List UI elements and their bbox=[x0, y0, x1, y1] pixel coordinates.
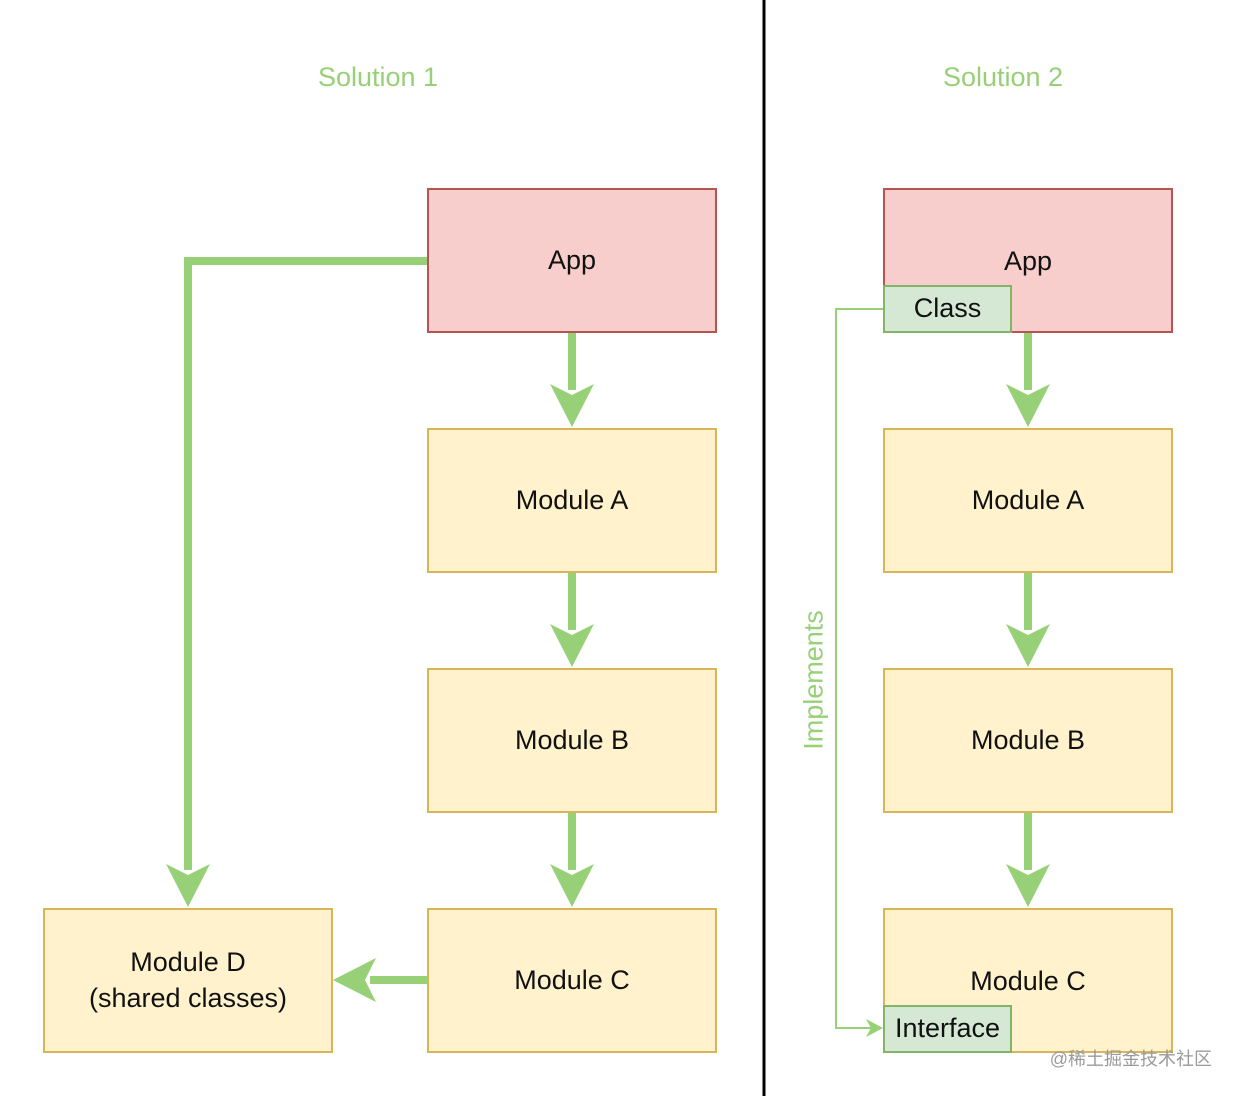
s1-module-d-box[interactable]: Module D (shared classes) bbox=[43, 908, 333, 1053]
arrow-app-to-module-d bbox=[166, 257, 427, 907]
s1-app-box[interactable]: App bbox=[427, 188, 717, 333]
s1-module-c-box[interactable]: Module C bbox=[427, 908, 717, 1053]
arrow-module-c-to-module-d bbox=[333, 958, 427, 1002]
module-d-title: Module D bbox=[130, 947, 246, 978]
arrow-module-a2-to-module-b2 bbox=[1006, 573, 1050, 667]
solution-1-title: Solution 1 bbox=[317, 62, 439, 92]
arrow-module-b-to-module-c bbox=[550, 813, 594, 907]
s2-class-tag[interactable]: Class bbox=[883, 285, 1012, 333]
s2-module-b-box[interactable]: Module B bbox=[883, 668, 1173, 813]
arrow-app2-to-module-a2 bbox=[1006, 333, 1050, 427]
implements-connector bbox=[835, 308, 883, 1037]
arrow-app-to-module-a bbox=[550, 333, 594, 427]
solution-2-title: Solution 2 bbox=[942, 62, 1064, 92]
s2-interface-tag[interactable]: Interface bbox=[883, 1005, 1012, 1053]
module-d-subtitle: (shared classes) bbox=[88, 982, 288, 1013]
implements-label: Implements bbox=[798, 610, 829, 750]
s2-app-box[interactable]: App bbox=[883, 188, 1173, 333]
s1-module-a-box[interactable]: Module A bbox=[427, 428, 717, 573]
s2-module-a-box[interactable]: Module A bbox=[883, 428, 1173, 573]
s1-module-b-box[interactable]: Module B bbox=[427, 668, 717, 813]
watermark-text: @稀土掘金技术社区 bbox=[1049, 1049, 1212, 1069]
arrow-module-b2-to-module-c2 bbox=[1006, 813, 1050, 907]
arrow-module-a-to-module-b bbox=[550, 573, 594, 667]
